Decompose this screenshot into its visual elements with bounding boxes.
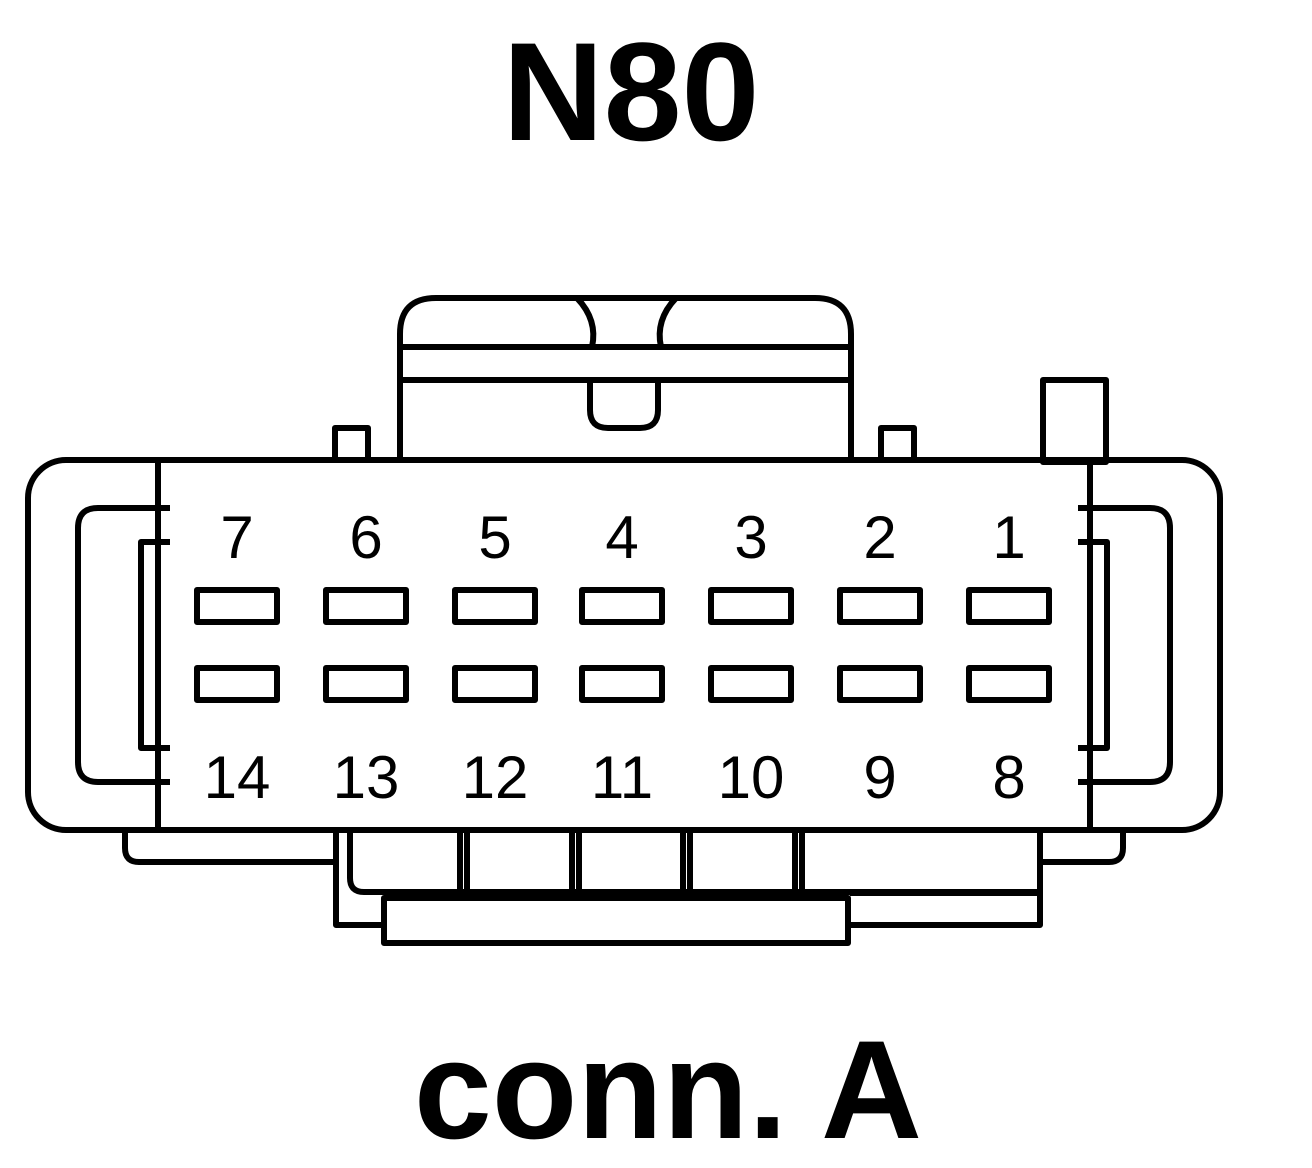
left-lock-tab <box>75 505 170 785</box>
pin-label-6: 6 <box>349 504 382 571</box>
pin-label-5: 5 <box>478 504 511 571</box>
bottom-flange <box>122 830 1126 946</box>
connector-housing <box>25 457 1223 833</box>
pin-label-11: 11 <box>591 744 653 811</box>
pin-label-1: 1 <box>992 504 1025 571</box>
pin-label-14: 14 <box>204 744 271 811</box>
pin-label-7: 7 <box>220 504 253 571</box>
right-lock-tab <box>1078 505 1173 785</box>
pin-cavity-6 <box>323 587 409 625</box>
right-guide-post <box>878 425 917 463</box>
pin-label-4: 4 <box>605 504 638 571</box>
pin-label-2: 2 <box>863 504 896 571</box>
pin-label-13: 13 <box>333 744 400 811</box>
pin-label-8: 8 <box>992 744 1025 811</box>
pin-cavity-2 <box>837 587 923 625</box>
top-latch <box>397 295 854 458</box>
pin-cavity-14 <box>194 665 280 703</box>
left-guide-post <box>332 425 371 463</box>
pin-cavity-13 <box>323 665 409 703</box>
pin-cavity-10 <box>708 665 794 703</box>
pin-cavity-9 <box>837 665 923 703</box>
pin-cavity-11 <box>579 665 665 703</box>
pin-cavity-4 <box>579 587 665 625</box>
pin-label-12: 12 <box>462 744 529 811</box>
pin-label-9: 9 <box>863 744 896 811</box>
pin-cavity-3 <box>708 587 794 625</box>
pin-cavity-8 <box>966 665 1052 703</box>
connector-subtitle: conn. A <box>413 1011 923 1168</box>
right-tall-post <box>1040 377 1109 465</box>
pin-cavity-1 <box>966 587 1052 625</box>
connector-title: N80 <box>502 13 760 170</box>
pin-label-10: 10 <box>718 744 785 811</box>
pin-array: 7 6 5 4 3 2 1 14 13 12 11 10 9 8 <box>194 504 1052 811</box>
pin-cavity-5 <box>452 587 538 625</box>
pin-cavity-12 <box>452 665 538 703</box>
pin-label-3: 3 <box>734 504 767 571</box>
pin-cavity-7 <box>194 587 280 625</box>
